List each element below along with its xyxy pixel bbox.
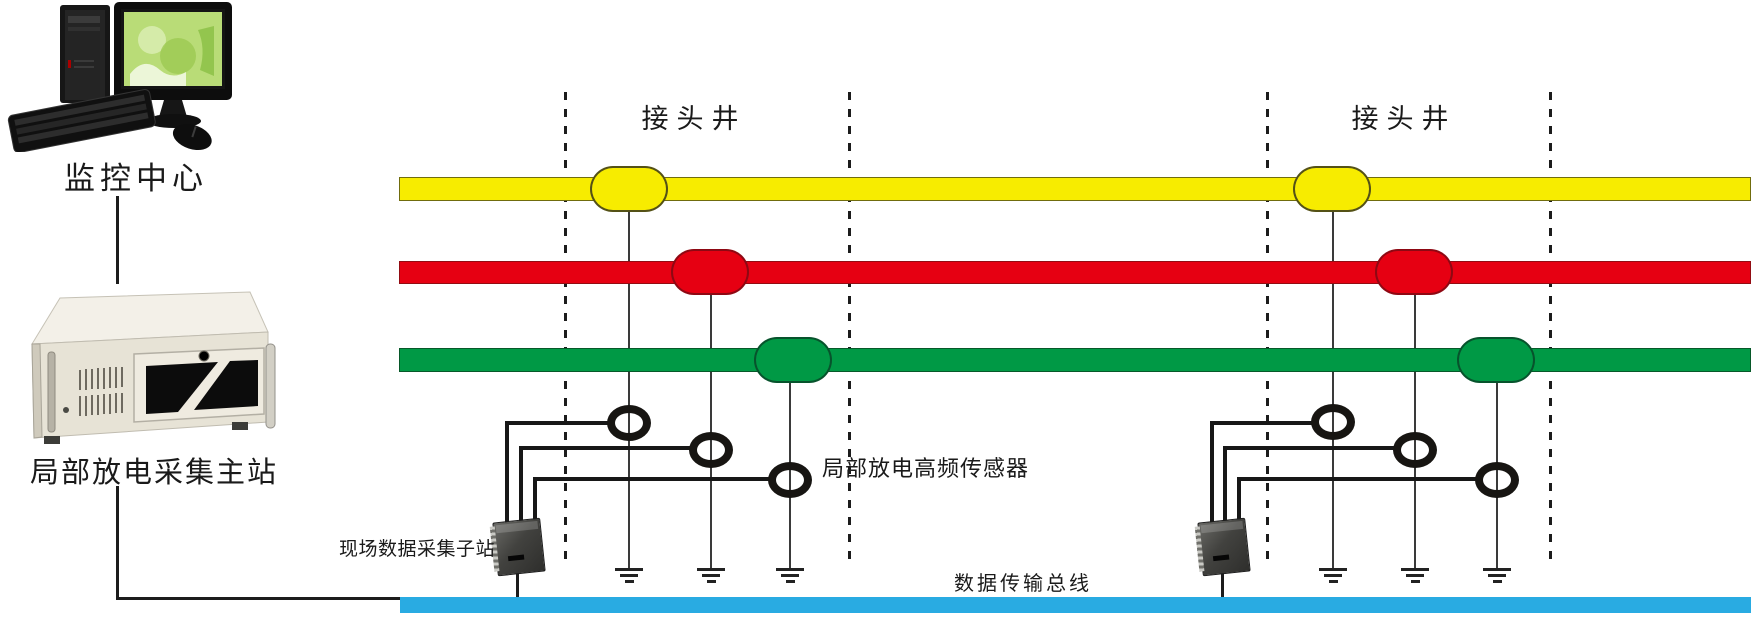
- desktop-computer-image: [7, 2, 232, 152]
- link-monitor-to-master: [116, 196, 119, 284]
- well1-yellow-cable-joint: [590, 166, 668, 212]
- data-bus-label: 数据传输总线: [954, 573, 1092, 595]
- master-station-label: 局部放电采集主站: [30, 457, 279, 489]
- well1-red-ground-lead: [710, 293, 712, 569]
- junction-well-2-label: 接头井: [1351, 104, 1457, 134]
- hf-sensor-ring-icon: [1393, 432, 1437, 468]
- well1-sensor2-wire-vertical: [519, 446, 523, 524]
- ground-symbol: [615, 568, 643, 584]
- well2-sensor3-wire-vertical: [1237, 477, 1241, 524]
- link-master-to-bus-horizontal: [116, 597, 402, 600]
- ground-symbol: [776, 568, 804, 584]
- well2-red-ground-lead: [1414, 293, 1416, 569]
- well1-sensor2-wire-horizontal: [519, 446, 691, 450]
- well1-sensor1-wire-vertical: [505, 421, 509, 524]
- ground-symbol: [697, 568, 725, 584]
- data-transmission-bus: [400, 597, 1751, 613]
- well2-sensor2-wire-horizontal: [1223, 446, 1395, 450]
- monitoring-center-label: 监控中心: [64, 161, 208, 196]
- well2-sensor1-wire-vertical: [1210, 421, 1214, 524]
- well1-right-boundary-line: [848, 92, 851, 563]
- field-substation-label: 现场数据采集子站: [338, 539, 495, 560]
- hf-sensor-ring-icon: [768, 462, 812, 498]
- well2-yellow-ground-lead: [1332, 210, 1334, 569]
- well1-yellow-ground-lead: [628, 210, 630, 569]
- well2-red-cable-joint: [1375, 249, 1453, 295]
- well2-sensor3-wire-horizontal: [1237, 477, 1477, 481]
- red-phase-cable: [399, 261, 1751, 284]
- field-substation-device-image: [1194, 517, 1251, 577]
- link-master-to-bus-vertical: [116, 486, 119, 598]
- well2-green-cable-joint: [1457, 337, 1535, 383]
- well2-yellow-cable-joint: [1293, 166, 1371, 212]
- well2-sensor1-wire-horizontal: [1210, 421, 1313, 425]
- substation1-to-bus-link: [516, 570, 519, 599]
- substation2-to-bus-link: [1221, 570, 1224, 599]
- ground-symbol: [1401, 568, 1429, 584]
- well1-sensor3-wire-vertical: [533, 477, 537, 524]
- hf-sensor-ring-icon: [607, 405, 651, 441]
- green-phase-cable: [399, 348, 1751, 372]
- well1-sensor3-wire-horizontal: [533, 477, 770, 481]
- hf-sensor-ring-icon: [1311, 404, 1355, 440]
- hf-sensor-ring-icon: [1475, 462, 1519, 498]
- well2-right-boundary-line: [1549, 92, 1552, 563]
- junction-well-1-label: 接头井: [641, 104, 747, 134]
- well2-left-boundary-line: [1266, 92, 1269, 563]
- hf-sensor-label: 局部放电高频传感器: [822, 456, 1030, 481]
- well1-sensor1-wire-horizontal: [505, 421, 609, 425]
- master-station-server-image: [31, 291, 276, 444]
- field-substation-device-image: [489, 517, 546, 577]
- well1-green-cable-joint: [754, 337, 832, 383]
- well2-sensor2-wire-vertical: [1223, 446, 1227, 524]
- well1-red-cable-joint: [671, 249, 749, 295]
- ground-symbol: [1483, 568, 1511, 584]
- hf-sensor-ring-icon: [689, 432, 733, 468]
- ground-symbol: [1319, 568, 1347, 584]
- well1-left-boundary-line: [564, 92, 567, 563]
